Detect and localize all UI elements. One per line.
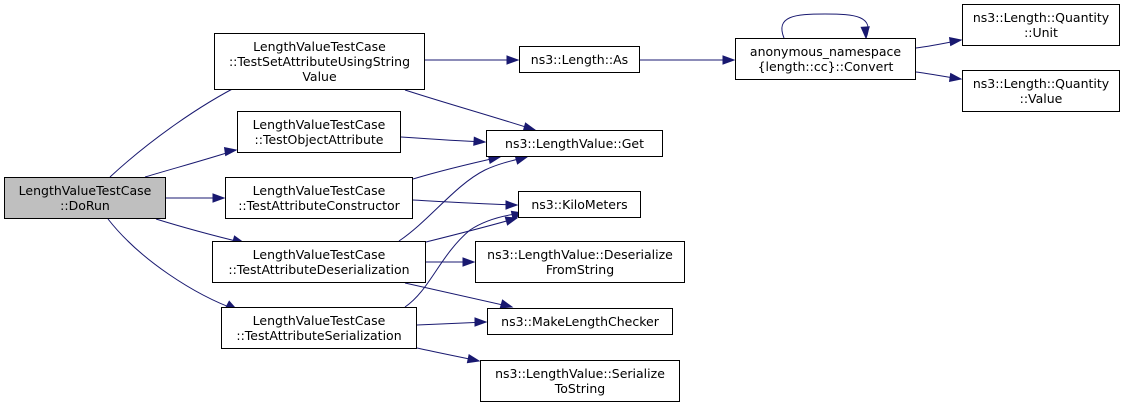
node-label-line: LengthValueTestCase [252,313,386,328]
node-quantity-value[interactable]: ns3::Length::Quantity ::Value [962,70,1120,112]
node-test-object-attribute[interactable]: LengthValueTestCase ::TestObjectAttribut… [237,111,401,153]
node-label-line: LengthValueTestCase [252,247,386,262]
edge-test-attr-ctor-to-kilometers [412,199,519,210]
node-label-line: LengthValueTestCase [253,39,386,54]
arrowhead-icon [223,146,238,157]
arrowhead-icon [505,200,519,210]
edge-convert-self-loop [781,13,870,40]
edge-line [404,212,524,308]
edge-line [404,89,536,131]
node-label-line: ::TestAttributeDeserialization [228,262,410,277]
node-label-line: ns3::KiloMeters [531,197,628,212]
node-label-line: LengthValueTestCase [252,183,386,198]
node-label-line: ::TestAttributeConstructor [238,198,400,213]
arrowhead-icon [212,193,226,203]
arrowhead-icon [473,136,487,146]
node-label-line: ns3::LengthValue::Deserialize [487,247,673,262]
edge-line [781,13,869,39]
node-test-set-attribute-using-string-value[interactable]: LengthValueTestCase ::TestSetAttributeUs… [214,33,425,90]
edge-test-attr-deser-to-make-length-checker [404,282,514,309]
node-label-line: FromString [545,262,615,277]
node-label-line: ns3::Length::Quantity [972,76,1110,91]
node-label-line: ::TestObjectAttribute [254,132,384,147]
node-make-length-checker[interactable]: ns3::MakeLengthChecker [487,308,673,335]
node-length-value-get[interactable]: ns3::LengthValue::Get [486,130,663,157]
arrowhead-icon [506,55,520,65]
edge-line [107,218,238,311]
node-test-attribute-serialization[interactable]: LengthValueTestCase ::TestAttributeSeria… [221,307,417,349]
edge-length-as-to-convert [640,55,736,65]
edge-line [398,156,528,242]
node-deserialize-from-string[interactable]: ns3::LengthValue::Deserialize FromString [475,241,685,283]
edge-test-set-attr-to-length-as [425,55,520,65]
edge-convert-to-quantity-value [915,71,963,83]
node-label-line: ::TestAttributeSerialization [236,328,402,343]
arrowhead-icon [860,26,870,40]
arrowhead-icon [499,299,514,309]
node-label-line: ::TestSetAttributeUsingString [228,54,411,69]
edge-test-attr-deser-to-deserialize [426,257,476,267]
node-label-line: ns3::MakeLengthChecker [501,314,659,329]
node-serialize-to-string[interactable]: ns3::LengthValue::Serialize ToString [480,360,680,402]
node-label-line: ::Value [1019,91,1063,106]
edge-test-attr-ser-to-make-length-checker [416,317,488,327]
edge-line [109,83,243,178]
node-quantity-unit[interactable]: ns3::Length::Quantity ::Unit [962,4,1120,46]
arrowhead-icon [474,317,488,327]
node-label-line: ns3::Length::As [530,52,629,67]
edge-test-attr-ser-to-serialize-to-string [416,347,481,364]
node-test-attribute-constructor[interactable]: LengthValueTestCase ::TestAttributeConst… [225,177,413,219]
arrowhead-icon [466,353,481,364]
node-length-as[interactable]: ns3::Length::As [519,46,640,73]
node-kilometers[interactable]: ns3::KiloMeters [518,191,641,218]
node-test-attribute-deserialization[interactable]: LengthValueTestCase ::TestAttributeDeser… [212,241,426,283]
edge-dorun-to-test-attribute-constructor [166,193,226,203]
node-label-line: ToString [554,381,606,396]
node-label-line: ns3::LengthValue::Serialize [495,366,665,381]
edge-convert-to-quantity-unit [915,36,963,49]
node-label-line: LengthValueTestCase [252,117,386,132]
node-label-line: {length::cc}::Convert [757,59,894,74]
node-convert[interactable]: anonymous_namespace {length::cc}::Conver… [735,38,916,80]
arrowhead-icon [462,257,476,267]
edge-dorun-to-test-object-attribute [144,146,238,178]
node-dorun: LengthValueTestCase ::DoRun [4,177,166,219]
node-label-line: anonymous_namespace [749,44,902,59]
node-label-line: ns3::LengthValue::Get [505,136,644,151]
edge-test-object-attr-to-length-value-get [400,136,487,146]
node-label-line: ns3::Length::Quantity [972,10,1110,25]
arrowhead-icon [722,55,736,65]
arrowhead-icon [948,72,963,83]
node-label-line: ::DoRun [60,198,110,213]
arrowhead-icon [948,36,963,47]
node-label-line: ::Unit [1024,25,1058,40]
node-label-line: LengthValueTestCase [18,183,152,198]
node-label-line: Value [302,69,337,84]
